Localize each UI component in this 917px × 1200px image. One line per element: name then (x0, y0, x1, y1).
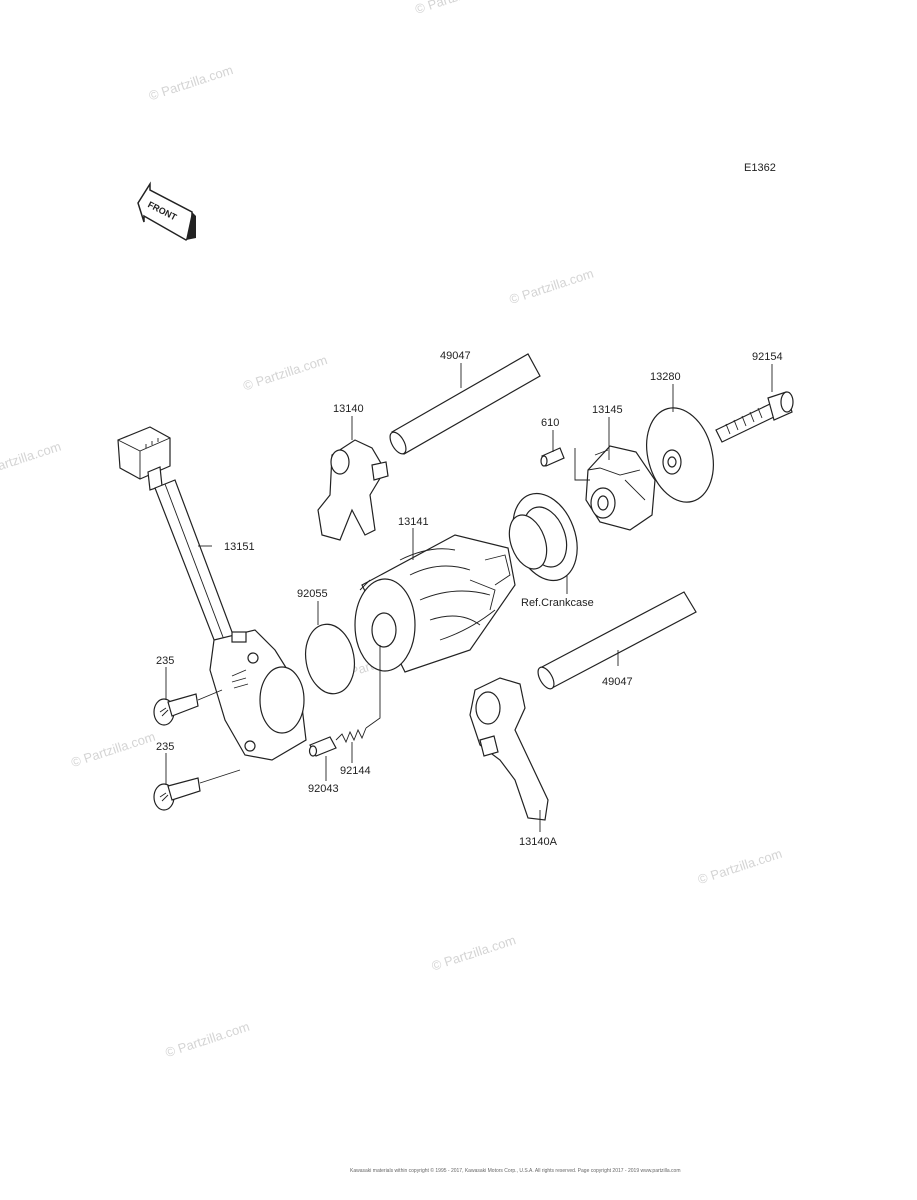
shift-drum-cam (585, 445, 656, 531)
gear-position-sensor (117, 426, 307, 761)
shift-drum (354, 534, 516, 673)
detent-pin (308, 736, 337, 757)
watermark-text: © Partzilla.com (696, 846, 784, 887)
label-92055: 92055 (297, 588, 328, 600)
leader-line (574, 417, 610, 481)
dowel-pin (540, 447, 565, 467)
leader-line (365, 645, 381, 729)
label-13141: 13141 (398, 516, 429, 528)
label-13140: 13140 (333, 403, 364, 415)
leader-line (199, 769, 241, 784)
label-49047-upper: 49047 (440, 350, 471, 362)
diagram-code: E1362 (744, 162, 776, 174)
label-92144: 92144 (340, 765, 371, 777)
watermark-text: © Partzilla.com (0, 439, 63, 480)
label-13151: 13151 (224, 541, 255, 553)
shift-fork-upper (317, 439, 389, 541)
bolt (715, 391, 794, 443)
screw-lower (153, 777, 201, 811)
label-13145: 13145 (592, 404, 623, 416)
label-49047-lower: 49047 (602, 676, 633, 688)
watermark-text: © Partzilla.com (241, 352, 329, 393)
watermark-text: © Partzilla.com (507, 266, 595, 307)
watermark-text: © Partzilla.com (69, 729, 157, 770)
watermark-text: © Partzilla.com (147, 62, 235, 103)
o-ring (304, 623, 356, 695)
leader-line (197, 689, 223, 701)
positioning-plate (646, 407, 714, 503)
watermark-text: © Partzilla.com (430, 932, 518, 973)
watermark-layer: © Partzilla.com © Partzilla.com © Partzi… (0, 0, 784, 1060)
label-92043: 92043 (308, 783, 339, 795)
detent-spring (335, 727, 367, 744)
fork-shaft-upper (389, 353, 541, 455)
shift-fork-lower (469, 677, 549, 821)
label-13280: 13280 (650, 371, 681, 383)
bearing (508, 492, 578, 582)
copyright-text: Kawasaki materials within copyright © 19… (350, 1167, 681, 1174)
front-arrow-icon: FRONT (137, 181, 196, 241)
label-ref-crankcase: Ref.Crankcase (521, 597, 594, 609)
label-235-lower: 235 (156, 741, 174, 753)
label-13140a: 13140A (519, 836, 558, 848)
screw-upper (153, 693, 199, 726)
watermark-text: © Partzilla.com (163, 1019, 251, 1060)
watermark-text: © Partzilla.com (413, 0, 501, 17)
label-235-upper: 235 (156, 655, 174, 667)
label-92154: 92154 (752, 351, 783, 363)
label-610: 610 (541, 417, 559, 429)
fork-shaft-lower (537, 591, 697, 690)
